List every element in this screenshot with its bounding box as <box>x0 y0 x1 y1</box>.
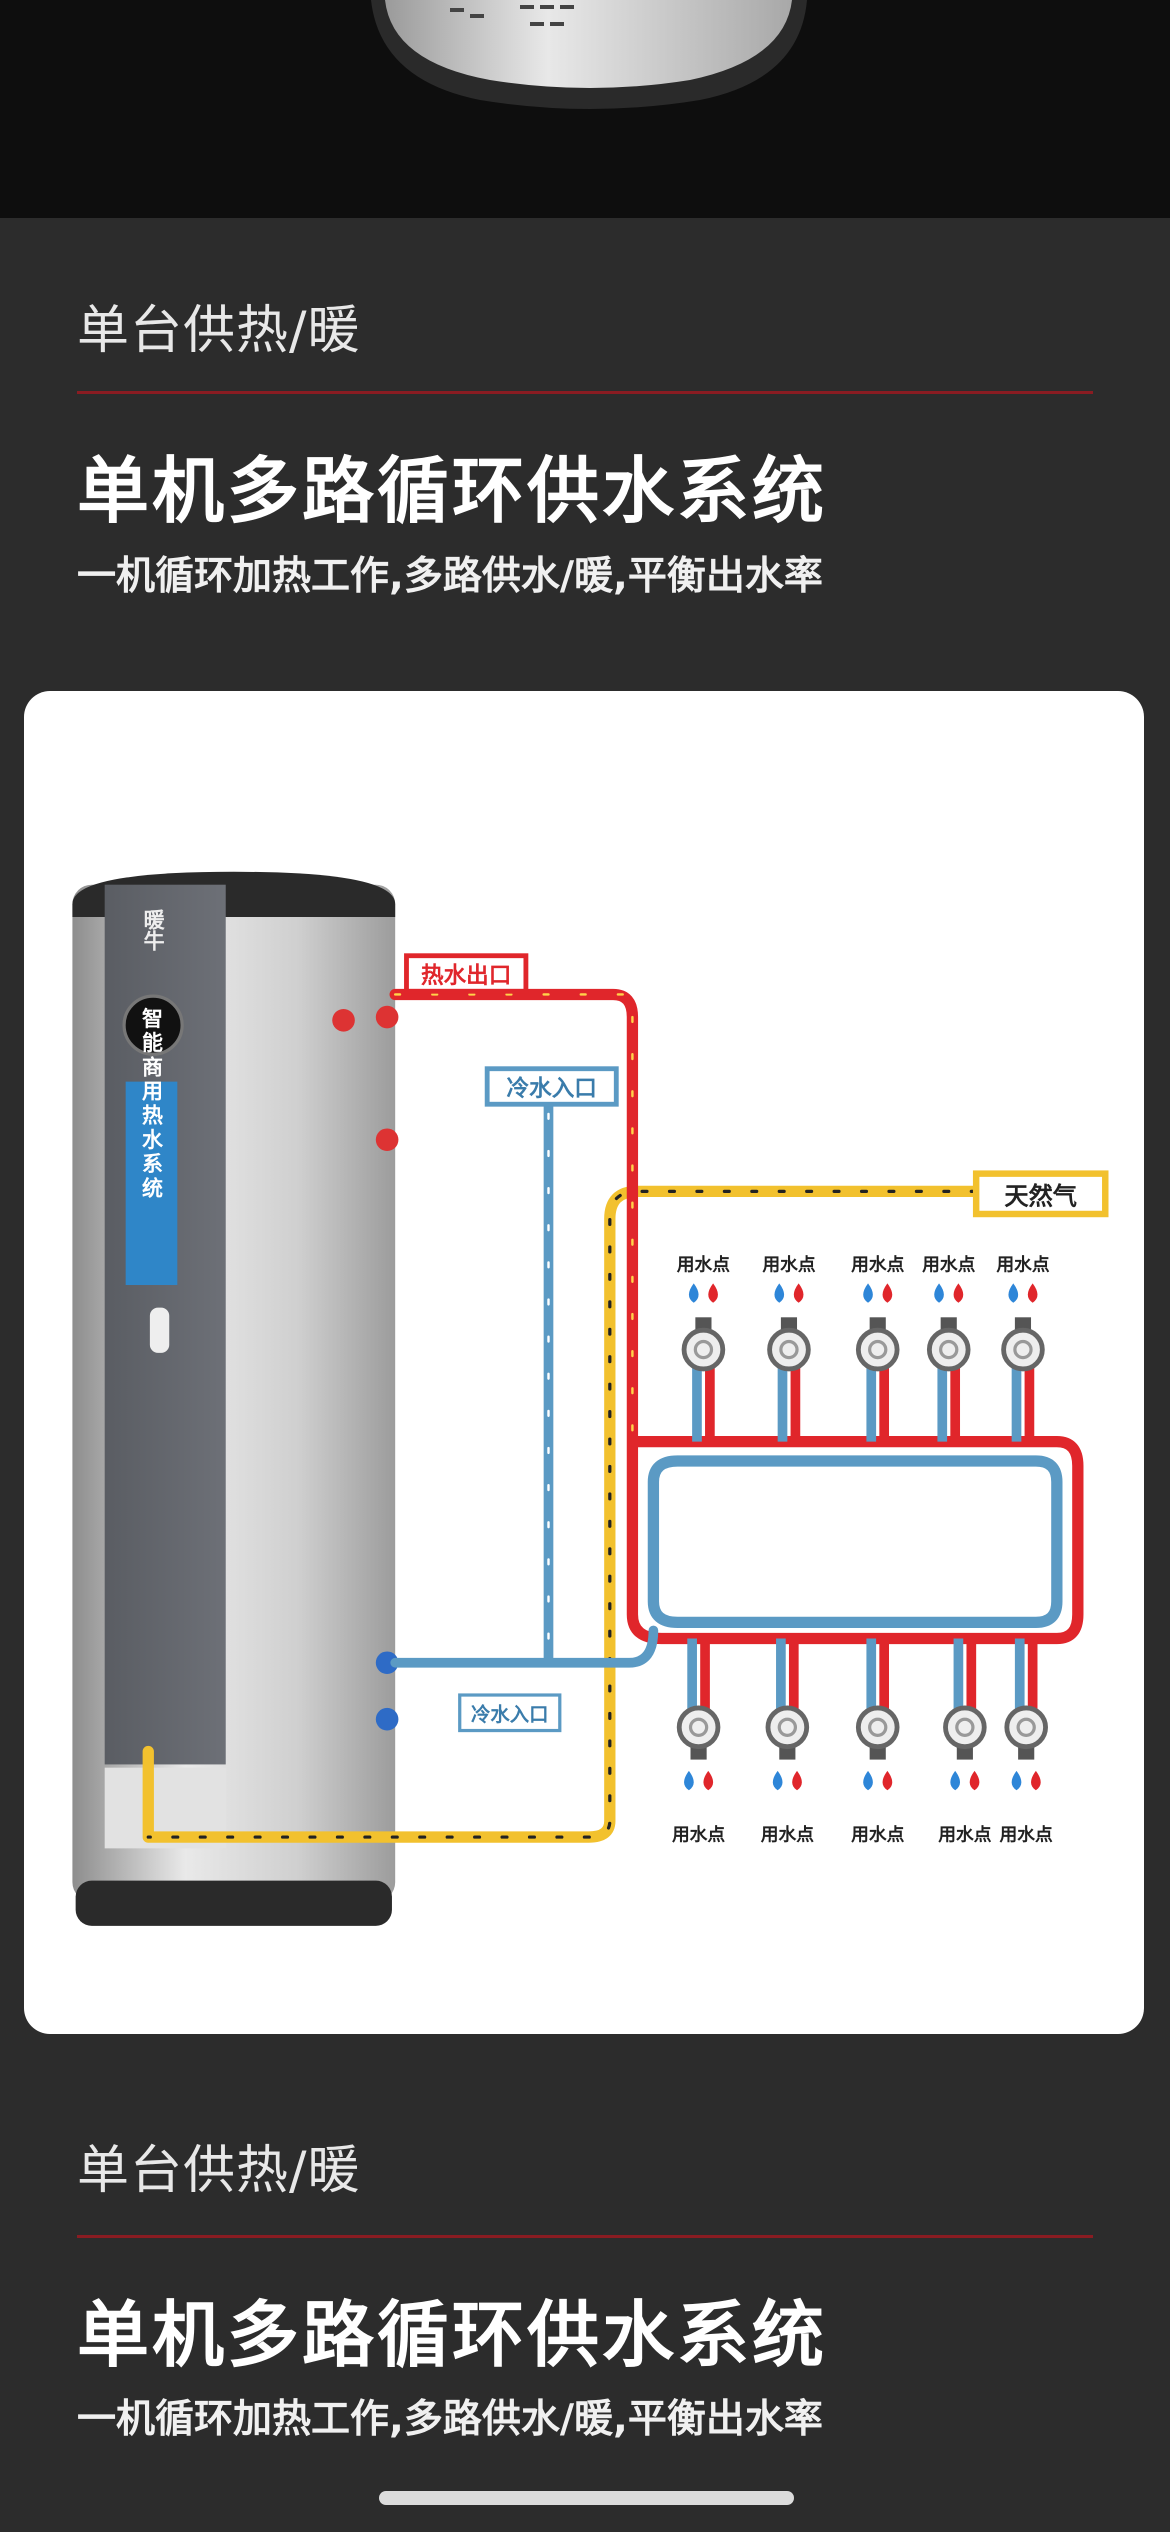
water-meter-icon <box>1001 1327 1045 1372</box>
brand-logo: 暖牛 <box>141 909 165 951</box>
water-points: 用水点用水点用水点用水点用水点用水点用水点用水点用水点用水点 <box>672 1253 1053 1845</box>
cold-drop-icon <box>863 1283 873 1303</box>
water-meter-icon <box>676 1705 721 1750</box>
hot-water-pipe <box>389 988 1084 1645</box>
section-subtitle: 一机循环加热工作,多路供水/暖,平衡出水率 <box>77 554 823 599</box>
hot-drop-icon <box>969 1770 980 1791</box>
hot-drop-icon <box>792 1770 802 1791</box>
water-point-label: 用水点 <box>922 1253 975 1275</box>
water-meter-icon <box>1004 1705 1048 1750</box>
system-diagram: 智能商用热水系统 暖牛 用水点用水点用水点用水点用水点用水点用水点用水点用水点用… <box>72 871 1109 1926</box>
water-meter-icon <box>855 1705 900 1750</box>
hot-drop-icon <box>953 1283 964 1303</box>
water-meter-icon <box>855 1327 900 1372</box>
water-point-label: 用水点 <box>851 1253 904 1275</box>
water-point-label: 用水点 <box>996 1253 1049 1275</box>
cold-inlet-label-bottom: 冷水入口 <box>471 1703 548 1726</box>
divider-line <box>77 391 1093 394</box>
section-label: 单台供热/暖 <box>77 2141 361 2201</box>
home-indicator[interactable] <box>379 2491 794 2505</box>
hot-drop-icon <box>1031 1770 1041 1791</box>
divider-line <box>77 2235 1093 2238</box>
tank-label-box <box>125 1081 178 1286</box>
water-meter-icon <box>943 1705 987 1750</box>
cold-drop-icon <box>774 1283 785 1303</box>
section-label: 单台供热/暖 <box>77 301 361 361</box>
water-heater-tank: 智能商用热水系统 暖牛 <box>72 871 399 1926</box>
hot-drop-icon <box>1027 1283 1038 1303</box>
cold-drop-icon <box>950 1770 961 1791</box>
hot-outlet-label: 热水出口 <box>421 963 511 989</box>
control-screen-icon <box>122 994 184 1056</box>
water-point-label: 用水点 <box>677 1253 730 1275</box>
hot-drop-icon <box>882 1770 893 1791</box>
hot-drop-icon <box>703 1770 714 1791</box>
cold-drop-icon <box>688 1283 699 1303</box>
cold-drop-icon <box>772 1770 783 1791</box>
cold-water-pipe <box>390 1099 659 1668</box>
cold-drop-icon <box>684 1770 694 1791</box>
cold-drop-icon <box>1011 1770 1022 1791</box>
cold-water-loop <box>647 1455 1063 1629</box>
section-title: 单机多路循环供水系统 <box>77 449 828 533</box>
water-point-label: 用水点 <box>1000 1823 1053 1845</box>
tank-label: 智能商用热水系统 <box>139 1007 163 1201</box>
handle-icon <box>149 1307 170 1353</box>
system-diagram-card: 智能商用热水系统 暖牛 用水点用水点用水点用水点用水点用水点用水点用水点用水点用… <box>24 691 1144 2034</box>
cold-drop-icon <box>1008 1283 1019 1303</box>
gas-label: 天然气 <box>1004 1182 1077 1210</box>
water-point-label: 用水点 <box>761 1823 814 1845</box>
water-meter-icon <box>681 1327 726 1372</box>
water-point-label: 用水点 <box>851 1823 904 1845</box>
tank-base-image <box>371 0 807 109</box>
water-point-label: 用水点 <box>762 1253 815 1275</box>
gas-pipe <box>142 1185 982 1843</box>
water-point-label: 用水点 <box>672 1823 725 1845</box>
water-meter-icon <box>765 1705 810 1750</box>
hot-drop-icon <box>708 1283 718 1303</box>
section-subtitle: 一机循环加热工作,多路供水/暖,平衡出水率 <box>77 2397 823 2442</box>
water-point-label: 用水点 <box>938 1823 991 1845</box>
water-meter-icon <box>926 1327 971 1372</box>
cold-drop-icon <box>863 1770 873 1791</box>
hot-drop-icon <box>793 1283 804 1303</box>
cold-inlet-label-top: 冷水入口 <box>507 1075 597 1102</box>
water-meter-icon <box>767 1327 811 1372</box>
section-title: 单机多路循环供水系统 <box>77 2293 828 2377</box>
hot-drop-icon <box>882 1283 893 1303</box>
cold-drop-icon <box>934 1283 944 1303</box>
product-photo-bottom <box>0 0 1170 218</box>
